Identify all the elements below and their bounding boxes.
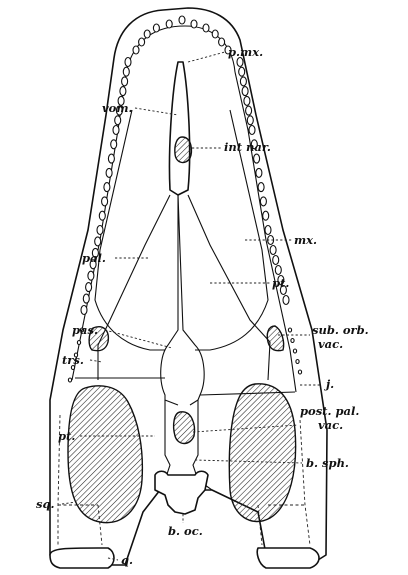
tooth bbox=[254, 154, 260, 163]
tooth bbox=[296, 360, 299, 364]
tooth bbox=[247, 116, 253, 125]
tooth bbox=[111, 140, 117, 149]
tooth bbox=[106, 168, 112, 177]
tooth bbox=[102, 197, 108, 206]
label-quadrate: q. bbox=[121, 553, 133, 567]
tooth bbox=[133, 46, 139, 54]
tooth bbox=[256, 168, 262, 177]
quadrate-left bbox=[50, 548, 114, 568]
tooth bbox=[244, 96, 250, 105]
tooth bbox=[68, 378, 71, 382]
basisphenoid-opening bbox=[174, 412, 195, 444]
tooth bbox=[144, 30, 150, 38]
tooth bbox=[219, 38, 225, 46]
label-internal-naris: int nar. bbox=[224, 140, 271, 154]
tooth bbox=[293, 349, 296, 353]
label-vomer: vom. bbox=[102, 101, 133, 115]
tooth bbox=[139, 38, 145, 46]
label-palatine: pal. bbox=[82, 251, 106, 265]
tooth bbox=[179, 16, 185, 24]
tooth bbox=[153, 24, 159, 32]
label-parasphenoid: pas. bbox=[72, 323, 98, 337]
tooth bbox=[99, 211, 105, 220]
label-squamosal: sq. bbox=[36, 497, 55, 511]
tooth bbox=[249, 126, 255, 135]
label-post-palatine: post. pal. bbox=[300, 404, 359, 418]
tooth bbox=[104, 183, 110, 192]
tooth bbox=[113, 126, 119, 135]
tooth bbox=[166, 20, 172, 28]
label-jugal: j. bbox=[324, 377, 334, 391]
label-premaxilla: p.mx. bbox=[228, 45, 263, 59]
tooth bbox=[246, 106, 252, 115]
tooth bbox=[283, 296, 289, 305]
tooth bbox=[291, 339, 294, 343]
tooth bbox=[77, 341, 80, 345]
tooth bbox=[88, 271, 94, 280]
tooth bbox=[288, 328, 291, 332]
label-basioccipital: b. oc. bbox=[168, 524, 203, 538]
tooth bbox=[265, 226, 271, 235]
tooth bbox=[275, 266, 281, 275]
tooth bbox=[191, 20, 197, 28]
tooth bbox=[86, 283, 92, 292]
tooth bbox=[260, 197, 266, 206]
tooth bbox=[97, 226, 103, 235]
label-basisphenoid: b. sph. bbox=[306, 456, 349, 470]
label-transverse: trs. bbox=[62, 353, 84, 367]
tooth bbox=[242, 87, 248, 96]
tooth bbox=[95, 237, 101, 246]
tooth bbox=[81, 306, 87, 315]
tooth bbox=[212, 30, 218, 38]
tooth bbox=[240, 77, 246, 86]
tooth bbox=[203, 24, 209, 32]
tooth bbox=[120, 87, 126, 96]
tooth bbox=[115, 116, 121, 125]
label-suborbital-vacuity: vac. bbox=[318, 337, 343, 351]
quadrate-right bbox=[257, 548, 319, 568]
label-pterygoid-left: pt. bbox=[58, 429, 75, 443]
tooth bbox=[239, 67, 245, 76]
label-maxilla: mx. bbox=[294, 233, 317, 247]
tooth bbox=[298, 370, 301, 374]
tooth bbox=[263, 211, 269, 220]
tooth bbox=[123, 67, 129, 76]
tooth bbox=[258, 183, 264, 192]
tooth bbox=[125, 58, 131, 67]
tooth bbox=[273, 256, 279, 265]
basioccipital bbox=[155, 471, 208, 514]
tooth bbox=[122, 77, 128, 86]
post-palatine-vacuity-right bbox=[229, 384, 295, 522]
internal-naris-left bbox=[175, 137, 192, 163]
tooth bbox=[270, 246, 276, 255]
tooth bbox=[108, 154, 114, 163]
tooth bbox=[83, 294, 89, 303]
label-pterygoid-right: pt. bbox=[272, 276, 289, 290]
label-suborbital: sub. orb. bbox=[312, 323, 369, 337]
label-post-palatine-vacuity: vac. bbox=[318, 418, 343, 432]
